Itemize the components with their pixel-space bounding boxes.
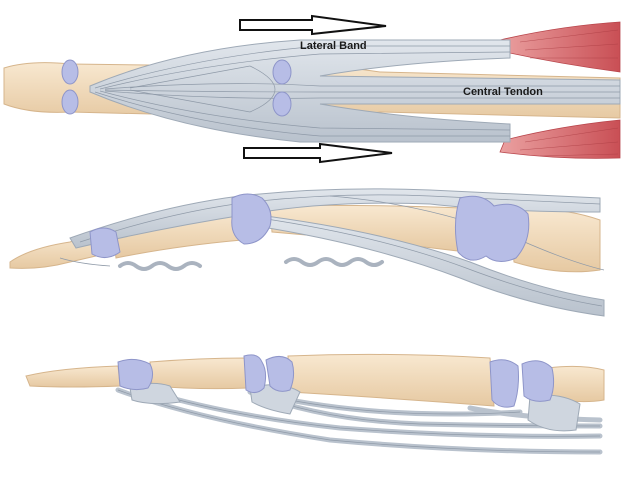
lateral-view-flexed bbox=[25, 353, 605, 455]
middle-joint-dip bbox=[89, 227, 121, 258]
label-central-tendon: Central Tendon bbox=[463, 86, 543, 98]
bottom-joint-mcp bbox=[489, 359, 519, 408]
bottom-joint-pip-head bbox=[265, 356, 295, 392]
lateral-view-extended bbox=[9, 188, 605, 317]
bottom-joint-pip bbox=[243, 354, 267, 394]
bottom-sheath-pip bbox=[249, 384, 301, 415]
arrow-top bbox=[239, 14, 387, 36]
dorsal-joint-dip bbox=[61, 59, 79, 115]
arrow-bottom bbox=[243, 142, 393, 164]
middle-joint-mcp bbox=[454, 195, 530, 262]
muscle-lower bbox=[499, 119, 621, 159]
middle-flexor-fragment-left bbox=[118, 261, 202, 271]
bottom-middle-phalanx bbox=[149, 357, 249, 390]
bottom-joint-dip bbox=[117, 358, 154, 391]
middle-lateral-band bbox=[249, 213, 605, 317]
bottom-proximal-phalanx bbox=[287, 353, 495, 407]
muscle-fibers bbox=[519, 29, 619, 157]
dorsal-joint-pip bbox=[272, 59, 292, 117]
muscle-upper bbox=[499, 21, 621, 73]
label-lateral-band: Lateral Band bbox=[300, 40, 367, 52]
bottom-joint-mcp-head bbox=[521, 360, 555, 402]
dorsal-tendon-fibers bbox=[94, 45, 620, 137]
dorsal-view: Lateral Band Central Tendon bbox=[3, 14, 621, 164]
middle-flexor-fragment-right bbox=[284, 257, 384, 267]
middle-joint-pip bbox=[231, 193, 272, 245]
bottom-distal-phalanx bbox=[25, 365, 121, 388]
